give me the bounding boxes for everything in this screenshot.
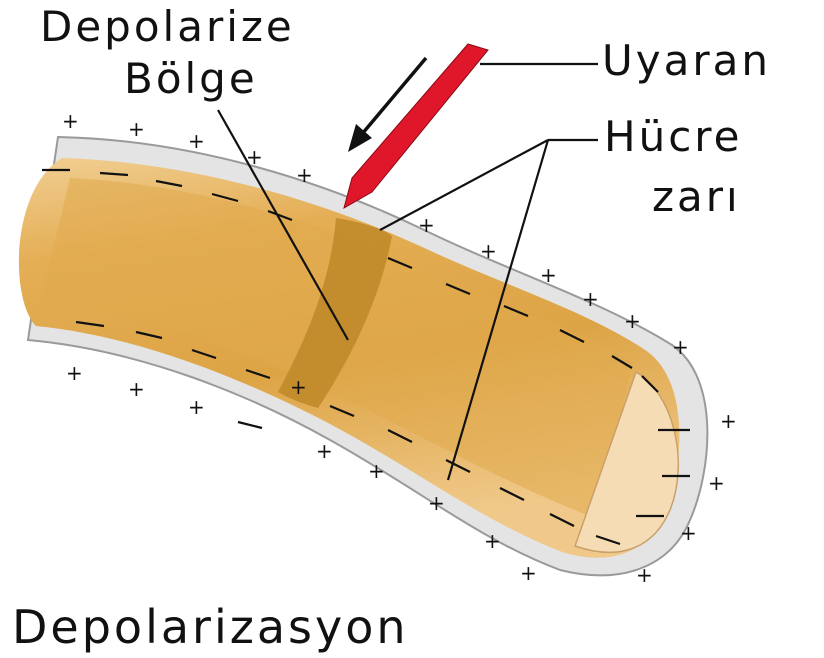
outside-negative-charges xyxy=(238,422,262,428)
svg-text:+: + xyxy=(636,563,653,587)
svg-text:+: + xyxy=(62,109,79,133)
svg-text:+: + xyxy=(540,263,557,287)
svg-text:+: + xyxy=(316,439,333,463)
svg-text:+: + xyxy=(708,471,725,495)
caption: Depolarizasyon xyxy=(12,604,409,650)
svg-text:+: + xyxy=(128,377,145,401)
svg-text:+: + xyxy=(188,395,205,419)
label-membrane-line2: zarı xyxy=(652,176,741,218)
svg-text:+: + xyxy=(480,239,497,263)
svg-text:+: + xyxy=(66,361,83,385)
svg-text:+: + xyxy=(680,521,697,545)
svg-text:+: + xyxy=(520,561,537,585)
svg-text:+: + xyxy=(624,309,641,333)
svg-text:+: + xyxy=(290,375,307,399)
membrane-leader-line-top xyxy=(380,140,548,230)
svg-text:+: + xyxy=(418,213,435,237)
label-stimulus: Uyaran xyxy=(602,40,771,82)
label-depolarized-line1: Depolarize xyxy=(40,6,295,48)
svg-text:+: + xyxy=(484,529,501,553)
svg-text:+: + xyxy=(720,409,737,433)
svg-text:+: + xyxy=(672,335,689,359)
svg-text:+: + xyxy=(368,459,385,483)
svg-text:+: + xyxy=(296,163,313,187)
label-depolarized-line2: Bölge xyxy=(124,58,258,100)
svg-text:+: + xyxy=(428,491,445,515)
label-membrane-line1: Hücre xyxy=(604,116,742,158)
svg-text:+: + xyxy=(582,287,599,311)
svg-text:+: + xyxy=(128,117,145,141)
svg-text:+: + xyxy=(188,129,205,153)
